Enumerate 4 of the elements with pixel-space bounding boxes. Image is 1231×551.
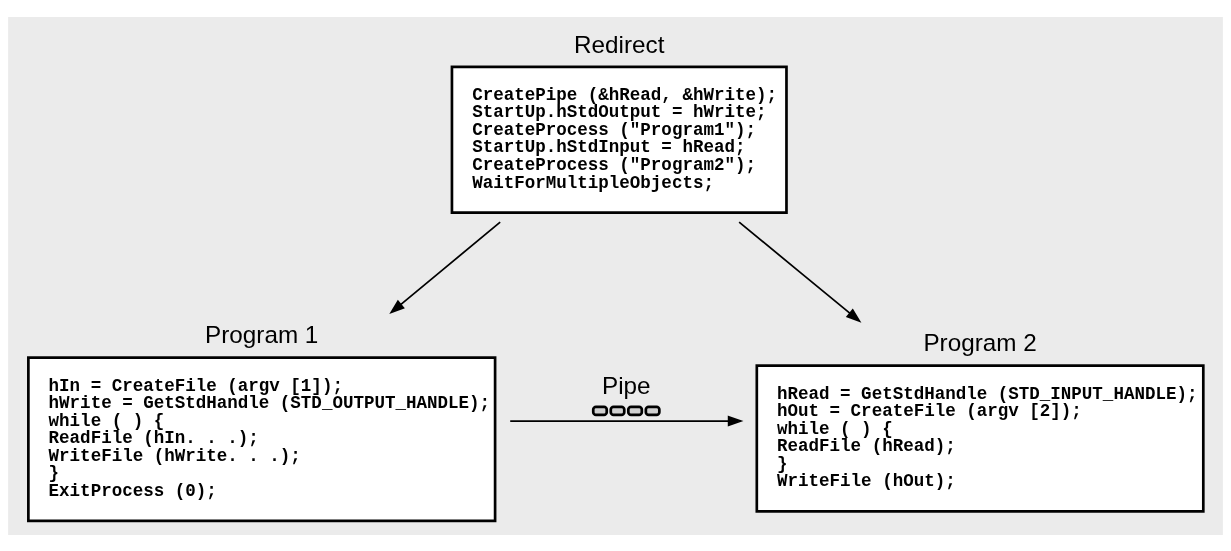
node-label: Program 2: [923, 328, 1037, 356]
node-label: Program 1: [205, 320, 319, 348]
edge-label: Pipe: [602, 371, 651, 399]
node-label: Redirect: [574, 30, 665, 58]
